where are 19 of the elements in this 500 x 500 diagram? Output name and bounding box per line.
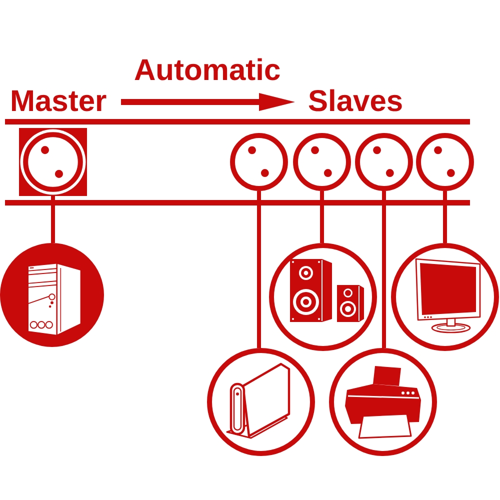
edge-label: Automatic: [134, 56, 281, 86]
computer-tower-icon: [0, 243, 104, 347]
socket-icon: [416, 133, 474, 191]
connector-line: [382, 191, 386, 348]
external-drive-icon: [207, 348, 315, 456]
arrow: [121, 93, 295, 111]
socket-icon: [293, 133, 351, 191]
connector-line: [320, 191, 324, 243]
socket-icon: [230, 133, 288, 191]
socket-icon: [355, 133, 413, 191]
connector-line: [51, 196, 55, 243]
monitor-icon: [391, 243, 499, 351]
section-label: Master: [10, 87, 107, 117]
connector-line: [257, 191, 261, 348]
socket-icon: [19, 128, 87, 196]
speakers-icon: [269, 243, 377, 351]
connector-line: [443, 191, 447, 243]
section-label: Slaves: [308, 87, 404, 117]
printer-icon: [329, 348, 437, 456]
